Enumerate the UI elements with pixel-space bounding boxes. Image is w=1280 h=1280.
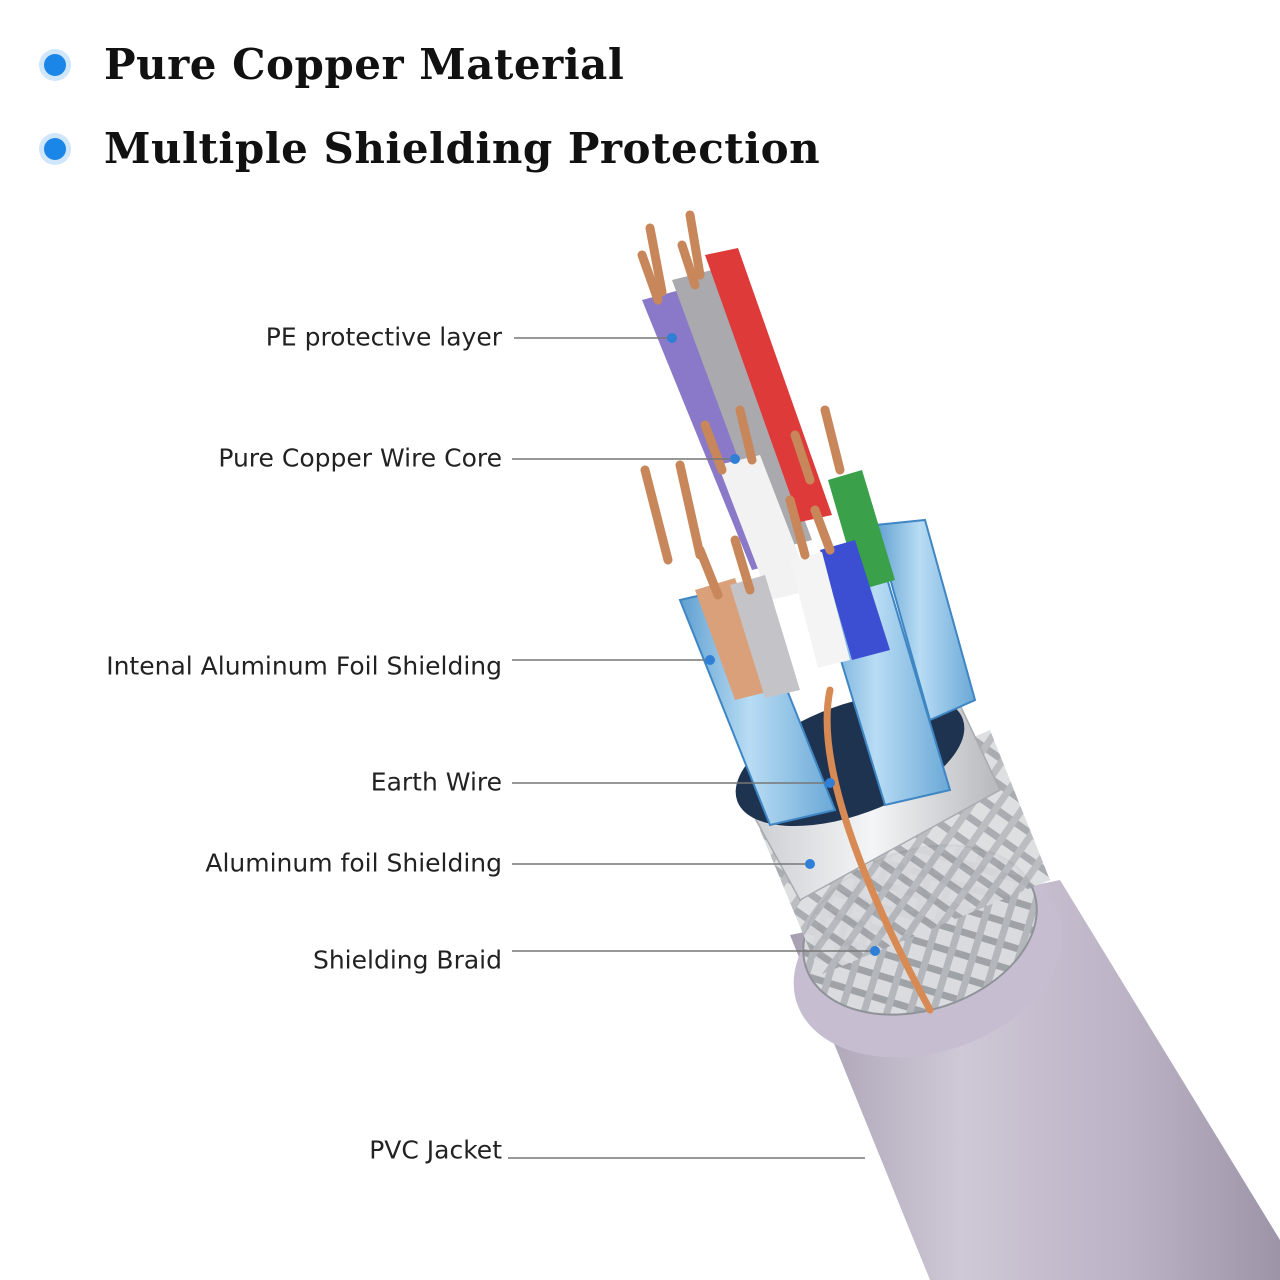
label-aluminum-foil-shielding: Aluminum foil Shielding	[205, 848, 502, 878]
label-internal-aluminum-foil: Intenal Aluminum Foil Shielding	[106, 651, 502, 681]
bullet-dot-icon	[44, 53, 66, 76]
feature-multiple-shielding: Multiple Shielding Protection	[44, 124, 820, 173]
bullet-dot-icon	[44, 137, 66, 160]
copper-wire-cores	[637, 210, 845, 600]
label-shielding-braid: Shielding Braid	[312, 945, 502, 975]
feature-text: Pure Copper Material	[104, 40, 625, 89]
earth-wire	[823, 686, 934, 1014]
leader-lines	[508, 337, 875, 1159]
feature-text: Multiple Shielding Protection	[104, 124, 821, 173]
leader-dots	[667, 333, 880, 956]
label-pure-copper-wire-core: Pure Copper Wire Core	[218, 443, 502, 473]
label-earth-wire: Earth Wire	[370, 767, 502, 797]
feature-pure-copper: Pure Copper Material	[44, 40, 624, 89]
label-pvc-jacket: PVC Jacket	[369, 1135, 502, 1165]
label-pe-protective-layer: PE protective layer	[265, 322, 502, 352]
